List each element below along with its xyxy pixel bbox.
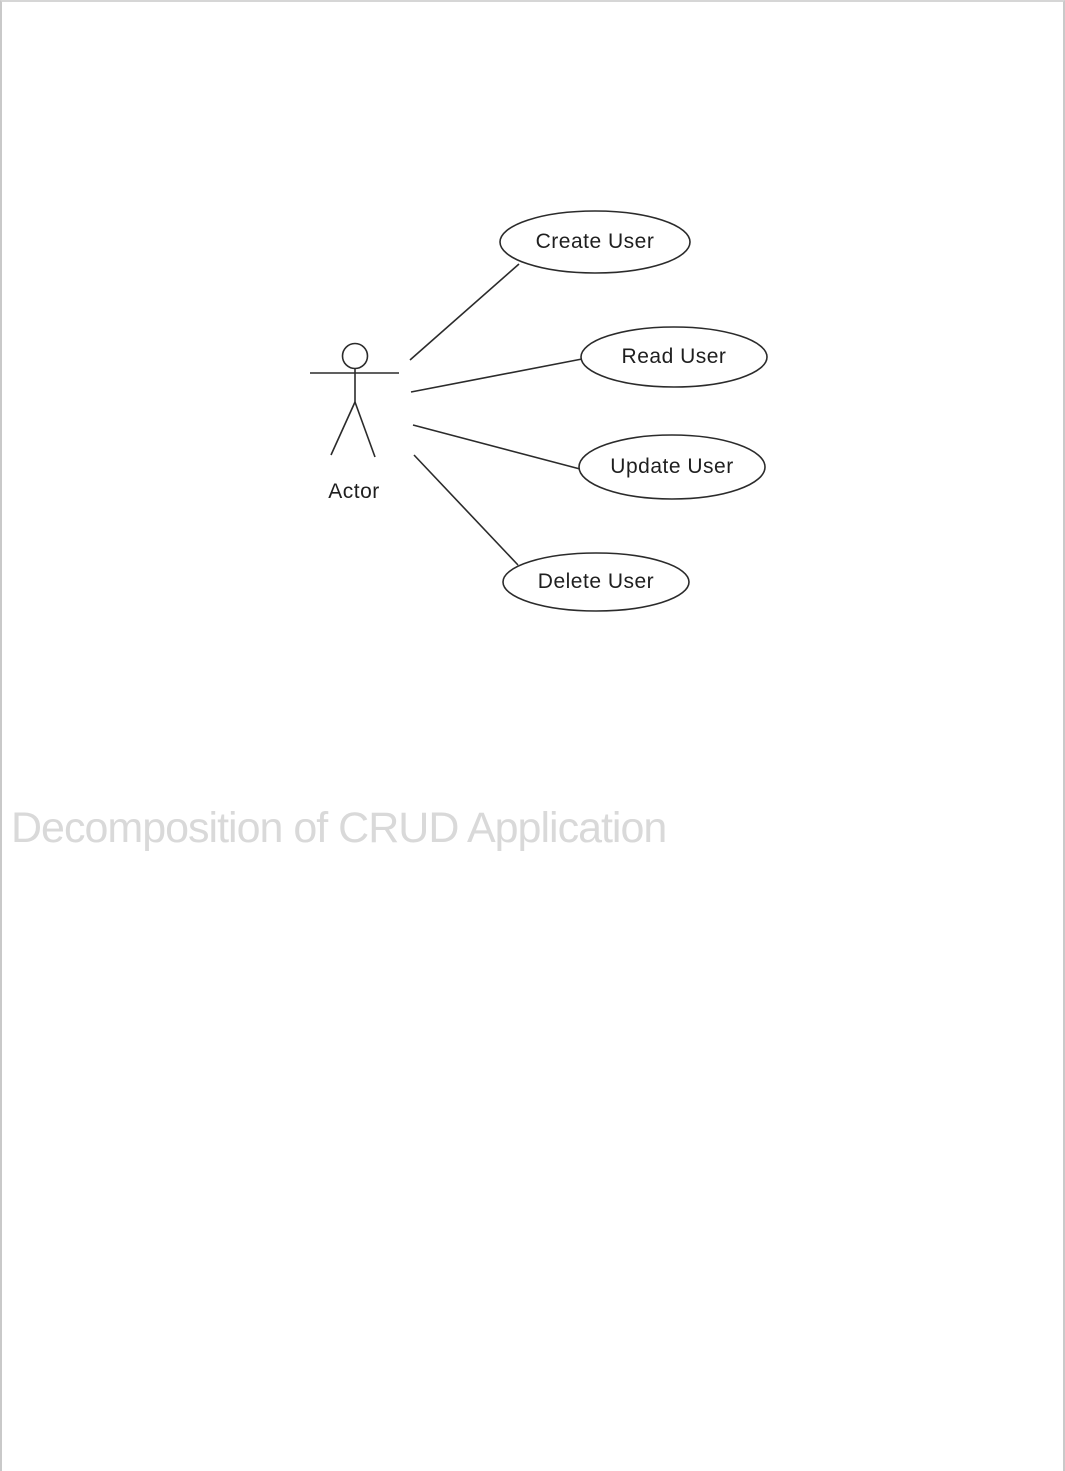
actor-figure xyxy=(310,342,399,458)
usecase-ellipse-update-user xyxy=(578,434,766,500)
usecase-ellipse-read-user xyxy=(580,326,768,388)
association-read-user xyxy=(410,358,583,393)
association-create-user xyxy=(409,263,520,361)
actor-head xyxy=(341,342,369,370)
association-delete-user xyxy=(413,454,519,566)
actor-right-leg xyxy=(354,401,376,458)
association-update-user xyxy=(412,424,581,470)
usecase-ellipse-create-user xyxy=(499,210,691,274)
actor-left-leg xyxy=(330,401,356,456)
usecase-ellipse-delete-user xyxy=(502,552,690,612)
